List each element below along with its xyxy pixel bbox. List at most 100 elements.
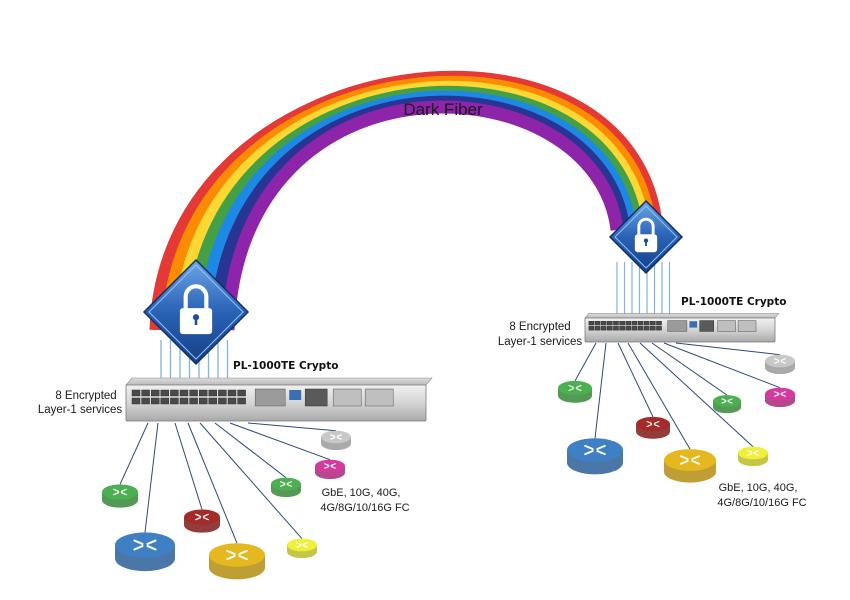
sfp-port [650,326,656,331]
sfp-port [613,321,619,326]
fiber-link [119,422,149,485]
sfp-port [237,397,246,405]
psu-module [717,320,736,332]
router-icon [738,446,768,467]
sfp-port [218,389,227,397]
left-protocols-line2: 4G/8G/10/16G FC [320,502,409,514]
router-icon [321,430,351,451]
fiber-link [214,422,287,479]
sfp-port [189,397,198,405]
fiber-link [639,342,754,448]
sfp-port [198,389,208,397]
sfp-port [631,326,638,331]
router-icon [102,484,138,508]
qsfp-module [304,388,328,407]
psu-module [737,320,757,332]
sfp-port [150,389,160,397]
right-services-line2: Layer-1 services [498,336,583,348]
router-icon [315,459,345,480]
sfp-port [160,397,170,405]
sfp-port [656,326,662,331]
qsfp-module [699,320,715,332]
fiber-link [174,422,203,510]
sfp-port [141,397,150,405]
right-protocols-line2: 4G/8G/10/16G FC [717,497,806,509]
sfp-port [237,389,246,397]
router-icon [115,532,175,572]
left-device-label: PL-1000TE Crypto [233,360,338,372]
psu-module [364,388,394,407]
sfp-port [227,397,237,405]
right-protocols-line1: GbE, 10G, 40G, [719,482,798,494]
sfp-port [594,326,601,331]
sfp-port [643,321,650,326]
left-services-line2: Layer-1 services [38,404,123,416]
sfp-port [631,321,638,326]
left-protocols-line1: GbE, 10G, 40G, [322,487,401,499]
sfp-port [208,389,218,397]
sfp-port [131,397,141,405]
sfp-port [170,397,179,405]
fiber-link [663,342,781,389]
sfp-port [600,326,607,331]
router-icon [713,395,741,414]
right-crypto-appliance [584,313,780,343]
sfp-port [179,389,189,397]
sfp-port [208,397,218,405]
sfp-port [170,389,179,397]
router-icon [636,416,670,439]
fiber-link [574,342,597,382]
left-padlock-icon [142,258,250,366]
sfp-port [650,321,656,326]
sfp-port [619,321,625,326]
right-padlock-icon [608,199,684,275]
router-icon [558,380,592,403]
sfp-port [179,397,189,405]
sfp-port [625,321,632,326]
router-icon [765,387,795,408]
sfp-port [588,326,595,331]
fiber-link [229,422,331,461]
router-icon [765,354,795,375]
left-crypto-appliance [125,377,433,422]
sfp-port [619,326,625,331]
router-icon [184,509,220,533]
management-module [667,320,688,332]
sfp-port [588,321,595,326]
sfp-port [625,326,632,331]
sfp-port [141,389,150,397]
sfp-port [643,326,650,331]
fiber-link [199,422,303,540]
sfp-port [227,389,237,397]
fiber-link [627,342,691,450]
router-icon [567,438,623,475]
management-module [254,388,286,407]
status-led-panel [289,390,302,400]
router-icon [287,538,317,559]
router-links [119,342,781,544]
fiber-link [594,342,607,439]
sfp-port [607,321,613,326]
status-led-panel [689,321,698,328]
sfp-port [656,321,662,326]
router-icon [664,449,716,483]
sfp-port [637,321,644,326]
fiber-link [144,422,159,533]
sfp-port [198,397,208,405]
sfp-port [613,326,619,331]
sfp-port [218,397,227,405]
left-services-line1: 8 Encrypted [55,390,116,402]
sfp-port [594,321,601,326]
sfp-port [150,397,160,405]
router-icon [271,477,301,498]
diagram-title: Dark Fiber [403,100,483,119]
fiber-link [651,342,728,396]
sfp-port [131,389,141,397]
rainbow-band [221,100,624,331]
right-services-line1: 8 Encrypted [509,321,570,333]
dark-fiber-rainbow [149,70,664,331]
sfp-port [637,326,644,331]
sfp-port [189,389,198,397]
sfp-port [600,321,607,326]
